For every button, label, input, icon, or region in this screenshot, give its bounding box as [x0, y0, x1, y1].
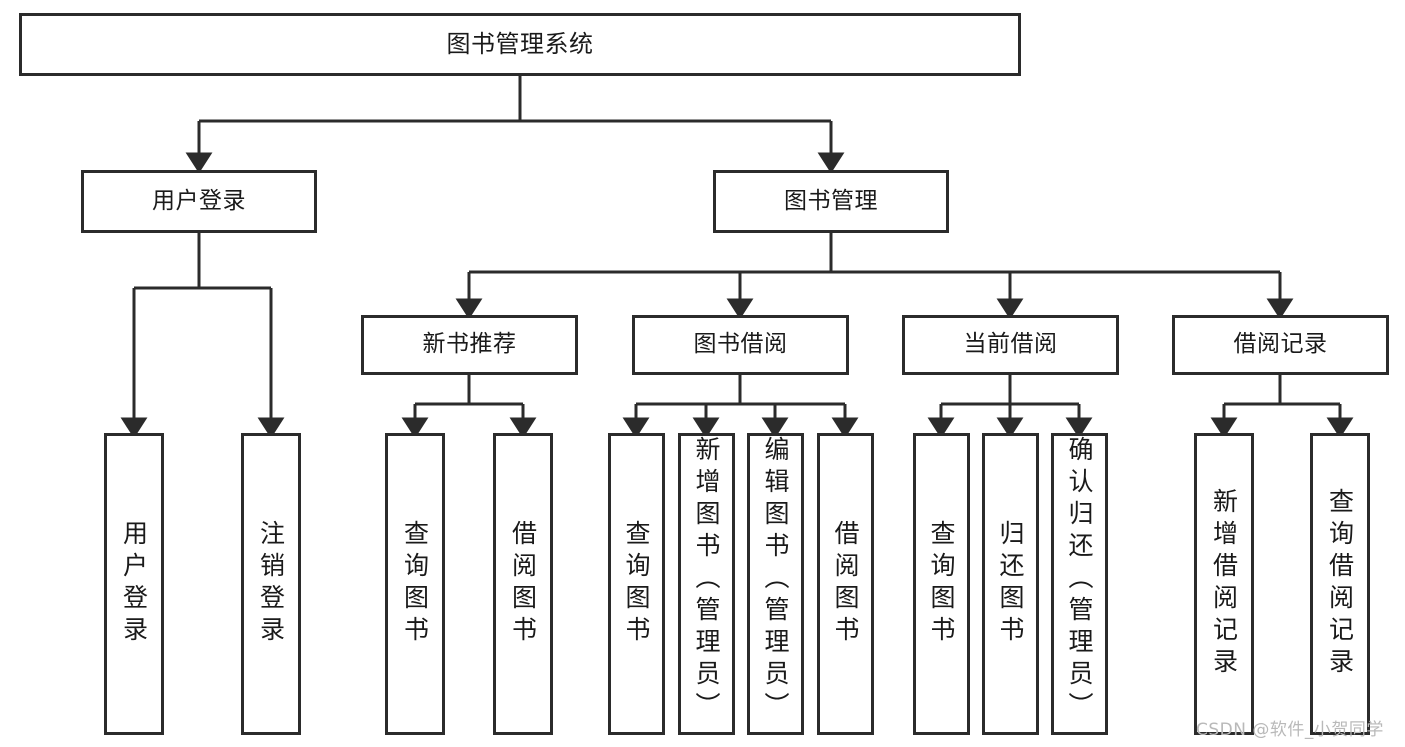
node-user-login[interactable]: 用户登录 — [81, 170, 317, 233]
node-borrow-record-label: 借阅记录 — [1233, 331, 1328, 358]
node-leaf-query-record-label: 查询借阅记录 — [1325, 488, 1355, 680]
node-leaf-return-book[interactable]: 归还图书 — [982, 433, 1039, 735]
node-leaf-confirm-return[interactable]: 确认归还（管理员） — [1051, 433, 1108, 735]
node-leaf-confirm-return-label: 确认归还（管理员） — [1065, 436, 1094, 724]
node-new-book-recommend[interactable]: 新书推荐 — [361, 315, 578, 375]
node-borrow-record[interactable]: 借阅记录 — [1172, 315, 1389, 375]
node-leaf-add-record-label: 新增借阅记录 — [1209, 488, 1239, 680]
node-current-borrow[interactable]: 当前借阅 — [902, 315, 1119, 375]
node-leaf-user-login[interactable]: 用户登录 — [104, 433, 164, 735]
node-user-login-label: 用户登录 — [152, 187, 246, 214]
node-leaf-query-book-3-label: 查询图书 — [927, 520, 956, 648]
node-leaf-logout-login-label: 注销登录 — [256, 520, 286, 648]
node-new-book-recommend-label: 新书推荐 — [422, 331, 517, 358]
node-current-borrow-label: 当前借阅 — [963, 331, 1058, 358]
node-root-system[interactable]: 图书管理系统 — [19, 13, 1021, 76]
node-leaf-query-book-3[interactable]: 查询图书 — [913, 433, 970, 735]
node-leaf-logout-login[interactable]: 注销登录 — [241, 433, 301, 735]
node-leaf-borrow-book-1-label: 借阅图书 — [508, 520, 538, 648]
node-leaf-edit-book-label: 编辑图书（管理员） — [761, 436, 790, 724]
node-book-manage-label: 图书管理 — [784, 187, 878, 214]
node-leaf-add-book-label: 新增图书（管理员） — [692, 436, 721, 724]
node-leaf-return-book-label: 归还图书 — [996, 520, 1025, 648]
node-leaf-borrow-book-2-label: 借阅图书 — [831, 520, 860, 648]
node-leaf-add-book[interactable]: 新增图书（管理员） — [678, 433, 735, 735]
node-leaf-borrow-book-1[interactable]: 借阅图书 — [493, 433, 553, 735]
node-leaf-edit-book[interactable]: 编辑图书（管理员） — [747, 433, 804, 735]
node-book-borrow[interactable]: 图书借阅 — [632, 315, 849, 375]
node-book-manage[interactable]: 图书管理 — [713, 170, 949, 233]
node-root-system-label: 图书管理系统 — [446, 30, 594, 59]
node-book-borrow-label: 图书借阅 — [693, 331, 788, 358]
node-leaf-query-book-1[interactable]: 查询图书 — [385, 433, 445, 735]
node-leaf-query-book-1-label: 查询图书 — [400, 520, 430, 648]
node-leaf-borrow-book-2[interactable]: 借阅图书 — [817, 433, 874, 735]
node-leaf-query-book-2-label: 查询图书 — [622, 520, 651, 648]
node-leaf-query-book-2[interactable]: 查询图书 — [608, 433, 665, 735]
node-leaf-add-record[interactable]: 新增借阅记录 — [1194, 433, 1254, 735]
node-leaf-user-login-label: 用户登录 — [119, 520, 149, 648]
node-leaf-query-record[interactable]: 查询借阅记录 — [1310, 433, 1370, 735]
